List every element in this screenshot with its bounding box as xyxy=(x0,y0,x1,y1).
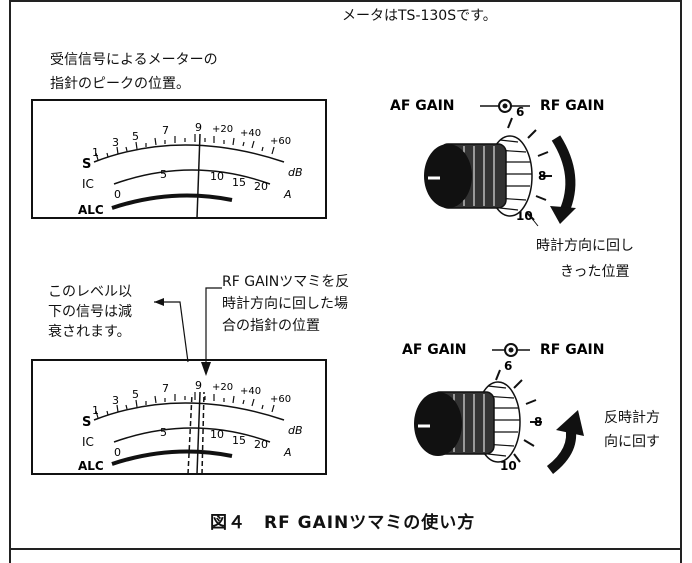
meter-top-s-5: 5 xyxy=(132,130,139,143)
peak-note-line-2: 指針のピークの位置。 xyxy=(50,76,190,92)
meter-bottom-needle xyxy=(196,391,201,475)
meter-bottom-ic-10: 10 xyxy=(210,428,224,441)
knob-bottom-dial-6: 6 xyxy=(504,359,512,373)
meter-top-a-unit: A xyxy=(283,188,292,201)
meter-bottom-s-40: +40 xyxy=(240,386,261,397)
meter-bottom-ic-5: 5 xyxy=(160,426,167,439)
meter-bottom-alc-label: ALC xyxy=(78,459,104,473)
ccw-turn-note-line-2: 向に回す xyxy=(604,434,660,450)
meter-top-s-label: S xyxy=(82,157,91,172)
meter-top-s-7: 7 xyxy=(162,124,169,137)
meter-bottom-a-unit: A xyxy=(283,446,292,459)
knob-top-rf-label: RF GAIN xyxy=(540,98,604,114)
meter-top-needle xyxy=(196,133,201,219)
level-note-line-1: このレベル以 xyxy=(48,284,132,300)
meter-bottom-s-3: 3 xyxy=(112,394,119,407)
meter-bottom-s-20: +20 xyxy=(212,382,233,393)
level-note-line-3: 衰されます。 xyxy=(48,324,131,340)
knob-top-af-label: AF GAIN xyxy=(390,98,455,114)
meter-top-ic-0: 0 xyxy=(114,188,121,201)
meter-bottom-face xyxy=(31,359,327,475)
knob-bottom-dial-8: 8 xyxy=(534,415,542,429)
knob-bottom-rf-label: RF GAIN xyxy=(540,342,604,358)
meter-bottom: S 1 3 5 7 9 +20 +40 +60 dB IC 0 5 10 15 … xyxy=(31,359,327,475)
ccw-position-note-line-1: RF GAINツマミを反 xyxy=(222,274,350,290)
meter-bottom-s-label: S xyxy=(82,415,91,430)
meter-top-db-unit: dB xyxy=(288,166,303,179)
level-pointer-arrow xyxy=(154,298,189,363)
meter-bottom-ic-15: 15 xyxy=(232,434,246,447)
meter-top-alc-label: ALC xyxy=(78,203,104,217)
meter-bottom-s-9: 9 xyxy=(195,379,202,392)
meter-top-ic-15: 15 xyxy=(232,176,246,189)
meter-top-ic-20: 20 xyxy=(254,180,268,193)
meter-top-ic-label: IC xyxy=(82,177,94,191)
cw-full-note-line-1: 時計方向に回し xyxy=(536,238,634,254)
meter-bottom-s-5: 5 xyxy=(132,388,139,401)
level-note-line-2: 下の信号は減 xyxy=(48,304,132,320)
knob-top-dial-6: 6 xyxy=(516,105,524,119)
ccw-turn-note-line-1: 反時計方 xyxy=(604,410,660,426)
ccw-position-note-line-2: 時計方向に回した場 xyxy=(222,296,348,312)
ccw-position-note-line-3: 合の指針の位置 xyxy=(222,318,320,334)
knob-bottom: AF GAIN RF GAIN 6 8 10 xyxy=(402,342,604,474)
knob-bottom-dial-10: 10 xyxy=(500,459,517,473)
knob-bottom-af-label: AF GAIN xyxy=(402,342,467,358)
figure-frame-divider xyxy=(9,548,682,550)
meter-top-s-3: 3 xyxy=(112,136,119,149)
meter-bottom-s-1: 1 xyxy=(92,404,99,417)
meter-top-ic-10: 10 xyxy=(210,170,224,183)
meter-bottom-ic-20: 20 xyxy=(254,438,268,451)
meter-bottom-level-needle xyxy=(187,393,193,475)
meter-top-s-40: +40 xyxy=(240,128,261,139)
meter-top-s-9: 9 xyxy=(195,121,202,134)
knob-top: AF GAIN RF GAIN 6 8 10 xyxy=(390,98,604,227)
cw-full-note-line-2: きった位置 xyxy=(560,264,630,280)
figure-frame xyxy=(9,0,682,563)
meter-bottom-s-60: +60 xyxy=(270,394,291,405)
meter-top-face xyxy=(31,99,327,219)
meter-top-s-1: 1 xyxy=(92,146,99,159)
meter-bottom-s-7: 7 xyxy=(162,382,169,395)
meter-top-s-60: +60 xyxy=(270,136,291,147)
meter-bottom-ic-0: 0 xyxy=(114,446,121,459)
figure-frame-top xyxy=(9,0,682,2)
meter-bottom-db-unit: dB xyxy=(288,424,303,437)
meter-bottom-ic-label: IC xyxy=(82,435,94,449)
meter-bottom-peak-needle xyxy=(201,391,205,475)
meter-model-note: メータはTS-130Sです。 xyxy=(342,8,497,24)
meter-top-s-20: +20 xyxy=(212,124,233,135)
meter-top-ic-5: 5 xyxy=(160,168,167,181)
meter-top: S 1 3 5 7 9 +20 +40 +60 dB IC 0 5 10 15 … xyxy=(31,99,327,219)
figure-caption: 図４ RF GAINツマミの使い方 xyxy=(210,513,476,533)
knob-top-dial-8: 8 xyxy=(538,169,546,183)
ccw-position-pointer xyxy=(201,287,222,376)
peak-note-line-1: 受信信号によるメーターの xyxy=(50,52,218,68)
